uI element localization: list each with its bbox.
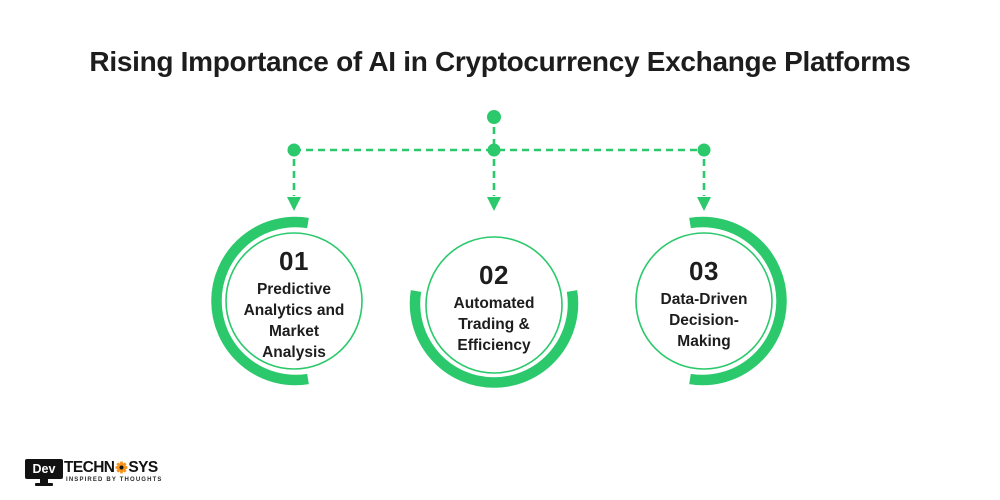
branch-dot-center: [487, 143, 501, 157]
branch-dot-left: [287, 143, 301, 157]
arrow-down-icon: [697, 197, 711, 211]
logo-tagline: INSPIRED BY THOUGHTS: [66, 477, 163, 483]
logo: Dev TECHN SYS INSPIRED BY THOUGHTS: [25, 458, 165, 490]
step-label: Automated Trading & Efficiency: [453, 295, 535, 354]
logo-name: TECHN SYS: [64, 459, 158, 476]
logo-name-pre: TECHN: [64, 458, 115, 476]
step-number: 03: [689, 256, 719, 286]
step-circle-03: 03 Data-Driven Decision-Making: [618, 215, 790, 387]
logo-monitor-icon: Dev: [25, 459, 63, 479]
arrow-down-icon: [487, 197, 501, 211]
ring-arc-left: [211, 216, 363, 386]
connector-tree: [287, 110, 711, 211]
branch-dot-right: [697, 143, 711, 157]
logo-name-post: SYS: [128, 458, 158, 476]
logo-monitor-stand: [40, 479, 48, 483]
arrow-down-icon: [287, 197, 301, 211]
step-circle-01: 01 Predictive Analytics and Market Analy…: [208, 215, 380, 387]
step-number: 01: [279, 245, 309, 276]
step-number: 02: [479, 260, 509, 290]
step-circle-02: 02 Automated Trading & Efficiency: [408, 219, 580, 391]
page-title: Rising Importance of AI in Cryptocurrenc…: [89, 46, 911, 77]
logo-monitor-base: [35, 483, 53, 486]
ring-arc-bottom: [409, 236, 579, 388]
step-label: Predictive Analytics and Market Analysis: [243, 280, 345, 361]
step-label: Data-Driven Decision-Making: [660, 291, 748, 350]
ring-arc-right: [635, 216, 787, 386]
gear-icon: [115, 461, 128, 474]
root-dot: [487, 110, 501, 124]
logo-monitor-text: Dev: [32, 462, 56, 476]
